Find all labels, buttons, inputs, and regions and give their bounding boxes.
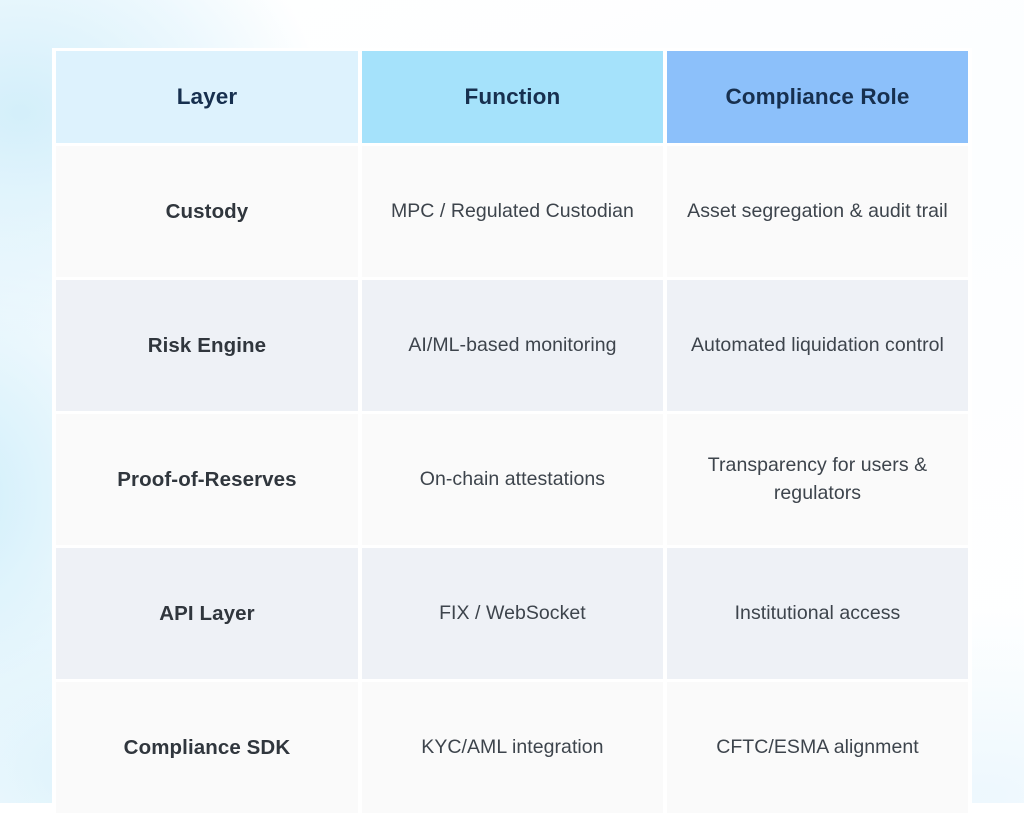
cell-compliance-role: Automated liquidation control (666, 280, 968, 411)
cell-compliance-role: CFTC/ESMA alignment (666, 682, 968, 813)
table-row: Custody MPC / Regulated Custodian Asset … (56, 146, 968, 277)
column-header-layer: Layer (56, 51, 358, 143)
column-header-compliance-role: Compliance Role (666, 51, 968, 143)
cell-function: KYC/AML integration (361, 682, 663, 813)
table-header: Layer Function Compliance Role (56, 51, 968, 143)
table-row: API Layer FIX / WebSocket Institutional … (56, 548, 968, 679)
cell-compliance-role: Institutional access (666, 548, 968, 679)
table-header-row: Layer Function Compliance Role (56, 51, 968, 143)
cell-layer: API Layer (56, 548, 358, 679)
cell-function: On-chain attestations (361, 414, 663, 545)
cell-function: AI/ML-based monitoring (361, 280, 663, 411)
layer-comparison-table-container: Layer Function Compliance Role Custody M… (52, 48, 972, 816)
cell-layer: Risk Engine (56, 280, 358, 411)
cell-compliance-role: Asset segregation & audit trail (666, 146, 968, 277)
cell-layer: Custody (56, 146, 358, 277)
column-header-function: Function (361, 51, 663, 143)
table-row: Risk Engine AI/ML-based monitoring Autom… (56, 280, 968, 411)
cell-layer: Proof-of-Reserves (56, 414, 358, 545)
table-row: Proof-of-Reserves On-chain attestations … (56, 414, 968, 545)
table-row: Compliance SDK KYC/AML integration CFTC/… (56, 682, 968, 813)
cell-layer: Compliance SDK (56, 682, 358, 813)
layer-comparison-table: Layer Function Compliance Role Custody M… (52, 48, 972, 816)
table-body: Custody MPC / Regulated Custodian Asset … (56, 146, 968, 813)
cell-compliance-role: Transparency for users & regulators (666, 414, 968, 545)
cell-function: MPC / Regulated Custodian (361, 146, 663, 277)
cell-function: FIX / WebSocket (361, 548, 663, 679)
